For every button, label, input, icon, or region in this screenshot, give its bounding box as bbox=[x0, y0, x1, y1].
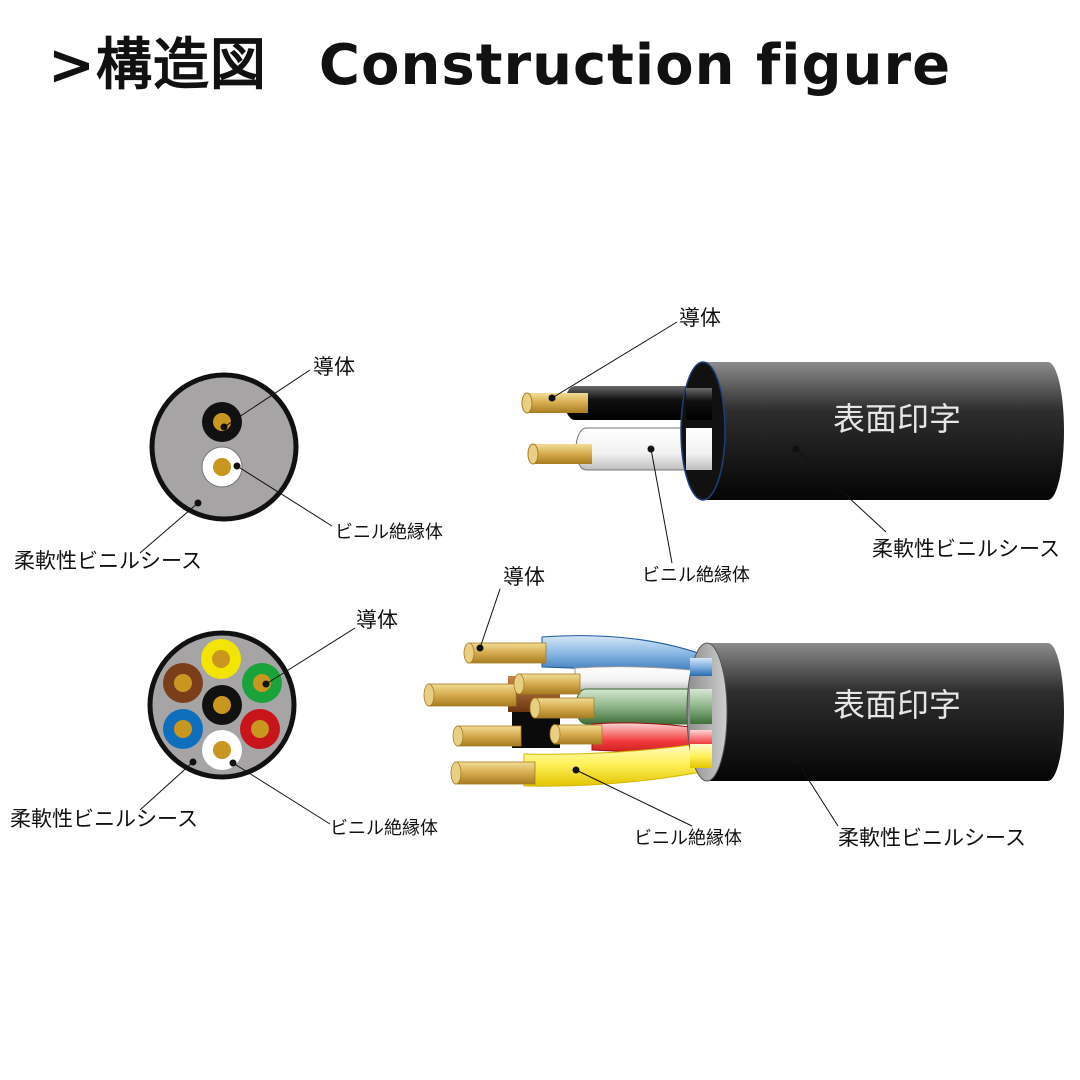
core-brown bbox=[163, 663, 203, 703]
conductor-label: 導体 bbox=[356, 608, 398, 632]
conductor bbox=[452, 725, 522, 747]
conductor bbox=[529, 697, 595, 719]
title-japanese: 構造図 bbox=[95, 33, 267, 98]
title-prefix: > bbox=[48, 33, 96, 98]
conductor bbox=[521, 392, 588, 414]
sheath-label: 柔軟性ビニルシース bbox=[872, 537, 1060, 561]
conductor bbox=[513, 673, 581, 695]
insulation-label: ビニル絶縁体 bbox=[634, 828, 742, 849]
insulation-label: ビニル絶縁体 bbox=[330, 818, 438, 839]
cable-side-view-7core: 表面印字 導体 ビニル絶縁体 柔軟性ビニルシース bbox=[423, 565, 1064, 850]
title-english: Construction figure bbox=[318, 33, 952, 98]
sheath-label: 柔軟性ビニルシース bbox=[838, 826, 1026, 850]
surface-print: 表面印字 bbox=[833, 400, 961, 438]
conductor-label: 導体 bbox=[679, 306, 721, 330]
core-black bbox=[512, 712, 560, 748]
core-green bbox=[242, 663, 282, 703]
jacket bbox=[707, 643, 1064, 781]
cable-side-view-2core: 表面印字 導体 ビニル絶縁体 柔軟性ビニルシース bbox=[521, 306, 1064, 586]
conductor bbox=[423, 683, 517, 707]
conductor bbox=[450, 761, 536, 785]
core-red bbox=[240, 709, 280, 749]
cross-section-7core: 導体 ビニル絶縁体 柔軟性ビニルシース bbox=[10, 608, 438, 839]
insulation-label: ビニル絶縁体 bbox=[642, 565, 750, 586]
sheath-label: 柔軟性ビニルシース bbox=[14, 549, 202, 573]
conductor bbox=[213, 458, 231, 476]
surface-print: 表面印字 bbox=[833, 686, 961, 724]
conductor bbox=[527, 443, 592, 465]
conductor bbox=[549, 724, 603, 745]
conductor-label: 導体 bbox=[313, 355, 355, 379]
sheath-label: 柔軟性ビニルシース bbox=[10, 807, 198, 831]
jacket bbox=[703, 362, 1064, 500]
core-blue bbox=[163, 709, 203, 749]
insulation-label: ビニル絶縁体 bbox=[335, 522, 443, 543]
conductor-label: 導体 bbox=[503, 565, 545, 589]
cross-section-2core: 導体 ビニル絶縁体 柔軟性ビニルシース bbox=[14, 355, 443, 573]
page-title: >構造図 Construction figure bbox=[48, 20, 951, 101]
core-yellow bbox=[201, 639, 241, 679]
core-black bbox=[202, 685, 242, 725]
conductor bbox=[463, 642, 547, 664]
